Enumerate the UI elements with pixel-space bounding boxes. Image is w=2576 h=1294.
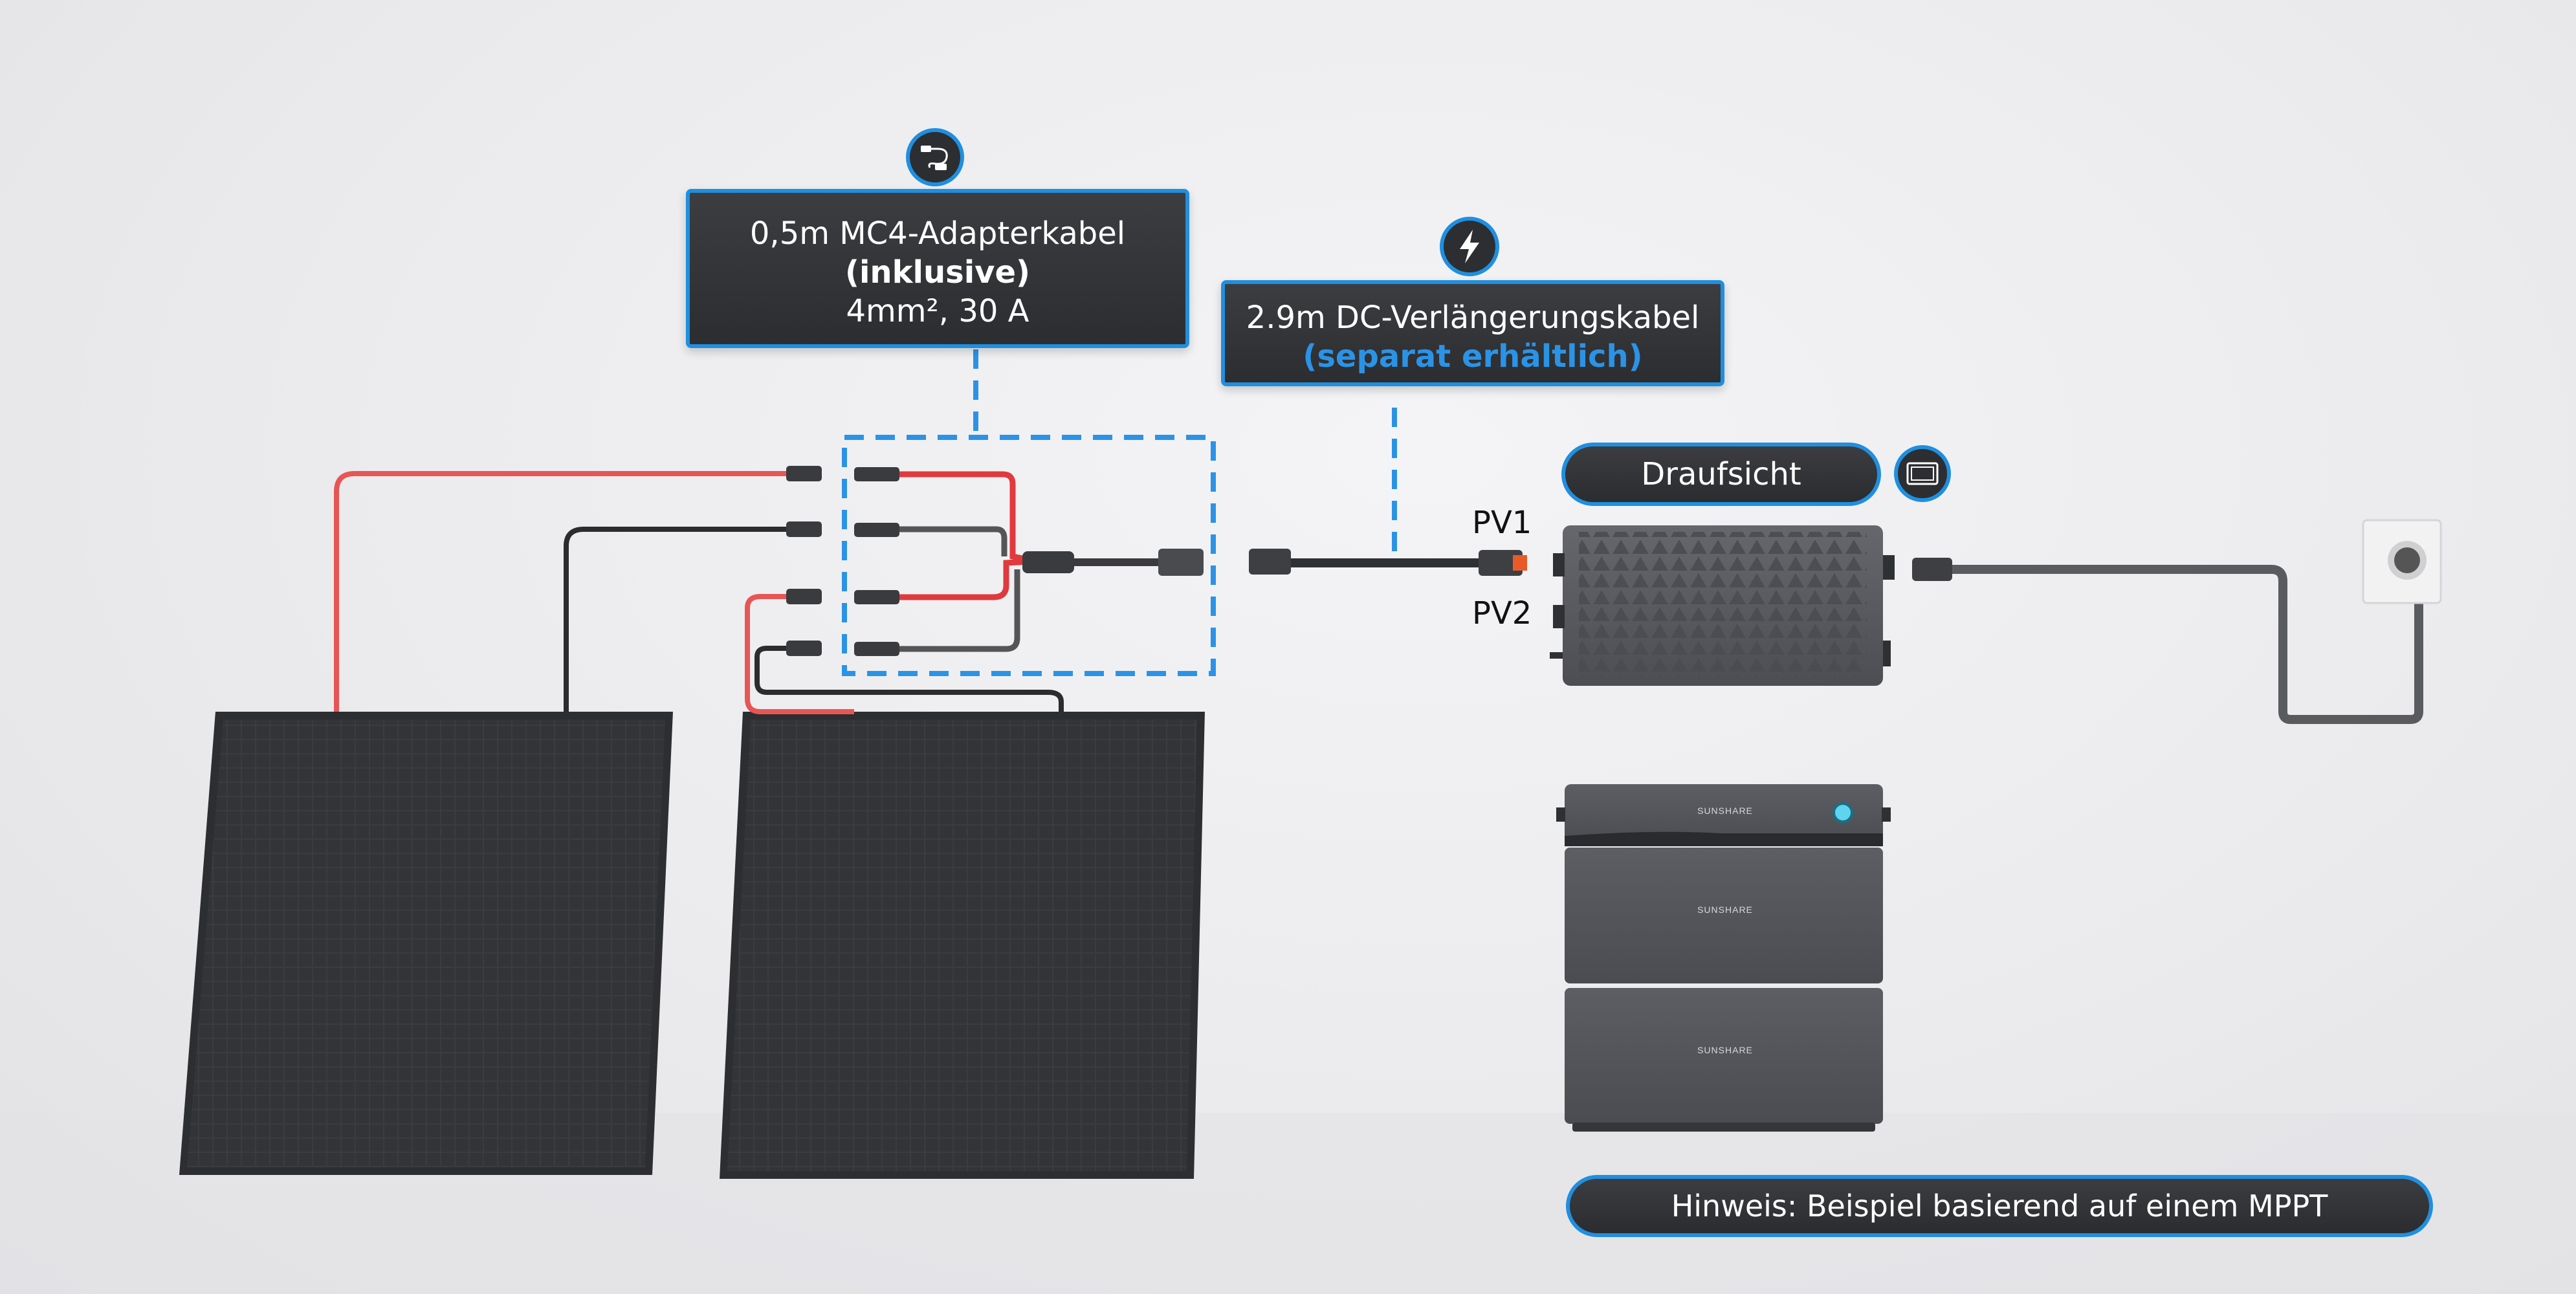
adapter-dashed-frame (842, 435, 1216, 676)
extension-plug-right (1479, 550, 1523, 576)
adapter-wire-red-1 (899, 471, 1029, 563)
micro-inverter (1550, 525, 1895, 686)
cable-panel1-negative (564, 527, 786, 712)
power-indicator (1833, 802, 1853, 823)
extension-cable-title: 2.9m DC-Verlängerungskabel (1246, 300, 1700, 336)
lightning-icon (1440, 217, 1499, 276)
ac-cable (1952, 565, 2423, 724)
adapter-wire-black-1 (899, 526, 1007, 556)
brand-label-top: SUNSHARE (1697, 806, 1753, 816)
screen-icon (1894, 445, 1951, 502)
extension-cable-availability: (separat erhältlich) (1303, 338, 1643, 375)
cable-panel1-positive (334, 471, 786, 712)
brand-label-middle: SUNSHARE (1697, 905, 1753, 915)
port-label-pv2: PV2 (1472, 595, 1532, 631)
cable-panel2-positive (745, 594, 854, 714)
adapter-cable-spec: 4mm², 30 A (846, 293, 1029, 329)
extension-cable-label: 2.9m DC-Verlängerungskabel (separat erhä… (1221, 280, 1724, 386)
adapter-cable-label: 0,5m MC4-Adapterkabel (inklusive) 4mm², … (686, 189, 1189, 348)
adapter-cable-included: (inklusive) (845, 254, 1030, 291)
port-label-pv1: PV1 (1472, 505, 1532, 541)
cable-panel2-negative (754, 646, 1064, 712)
mc4-connectors-adapter (854, 467, 899, 656)
wall-socket (2362, 519, 2442, 604)
adapter-cable-title: 0,5m MC4-Adapterkabel (749, 215, 1126, 252)
adapter-wire-red-2 (899, 558, 1029, 600)
note-pill: Hinweis: Beispiel basierend auf einem MP… (1566, 1175, 2433, 1237)
adapter-plug (1158, 549, 1204, 576)
topview-label: Draufsicht (1561, 443, 1881, 506)
brand-label-bottom: SUNSHARE (1697, 1045, 1753, 1055)
solar-panel-left (179, 712, 673, 1175)
extension-plug-left (1249, 549, 1291, 575)
cable-adapter-icon (906, 128, 964, 186)
battery-stack (1556, 784, 1891, 1132)
ac-plug (1912, 558, 1952, 581)
solar-panel-right (720, 712, 1205, 1179)
adapter-y-connector (1022, 551, 1074, 573)
adapter-wire-black-2 (899, 569, 1020, 652)
mc4-connectors-left (786, 466, 822, 656)
